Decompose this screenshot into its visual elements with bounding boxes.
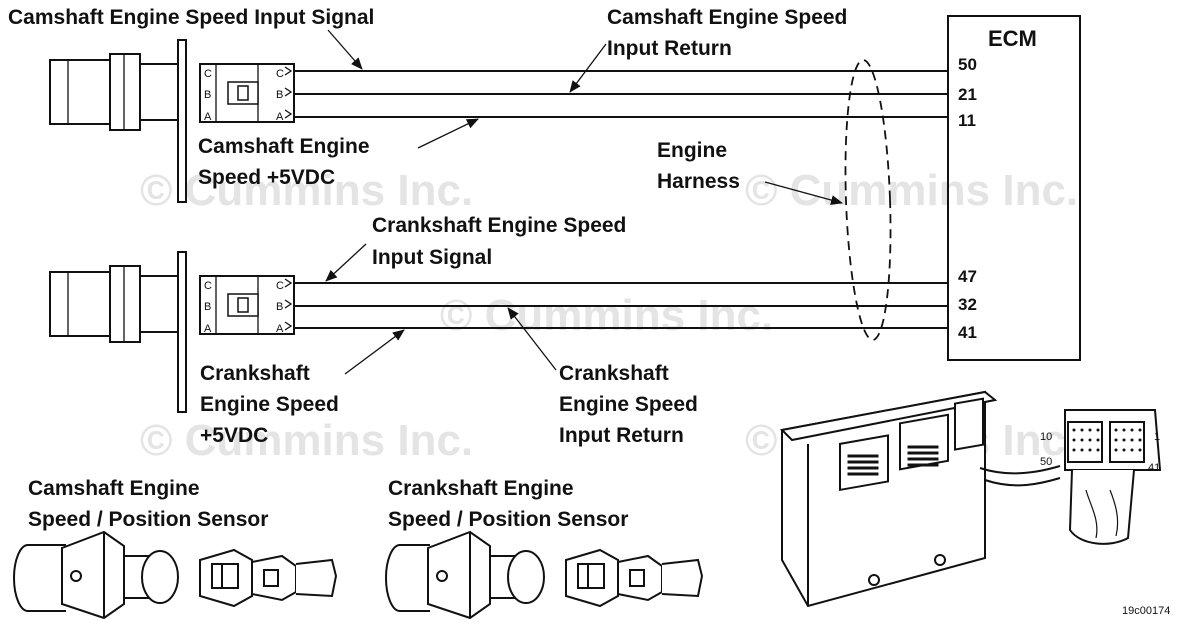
ecm-pin-47: 47	[958, 267, 977, 286]
arrow-crank-5v	[344, 329, 405, 375]
label-harness-2: Harness	[657, 170, 740, 193]
engine-harness-ellipse	[844, 59, 892, 341]
ecm-conn-pin-50: 50	[1040, 456, 1052, 468]
ecm-pin-11: 11	[958, 111, 976, 130]
label-crank-5v-3: +5VDC	[200, 424, 268, 447]
ecm-pin-41: 41	[958, 323, 977, 342]
camshaft-sensor-illustration	[13, 530, 338, 620]
watermark-2: © Cummins Inc.	[745, 166, 1078, 215]
crank-conn-c-right: C	[276, 280, 284, 292]
arrow-cam-return	[569, 43, 607, 93]
ecm-conn-pin-41: 41	[1148, 462, 1160, 474]
label-crank-sensor-1: Crankshaft Engine	[388, 477, 574, 500]
label-cam-return-2: Input Return	[607, 37, 732, 60]
cam-conn-a-left: A	[204, 111, 212, 123]
arrow-cam-5v	[417, 118, 479, 149]
ecm-conn-pin-10: 10	[1040, 431, 1052, 443]
label-cam-5v-1: Camshaft Engine	[198, 135, 370, 158]
arrow-harness	[764, 181, 843, 205]
label-crank-sensor-2: Speed / Position Sensor	[388, 508, 628, 531]
label-cam-signal: Camshaft Engine Speed Input Signal	[8, 6, 374, 29]
cam-conn-b-right: B	[276, 89, 283, 101]
ecm-conn-pin-1: 1	[1154, 431, 1160, 443]
label-crank-return-3: Input Return	[559, 424, 684, 447]
crank-conn-b-right: B	[276, 301, 283, 313]
label-cam-return-1: Camshaft Engine Speed	[607, 6, 847, 29]
label-cam-5v-2: Speed +5VDC	[198, 166, 335, 189]
label-crank-5v-2: Engine Speed	[200, 393, 339, 416]
ecm-pin-50: 50	[958, 55, 977, 74]
camshaft-sensor-schematic: C B A C B A	[49, 39, 295, 203]
figure-id: 19c00174	[1122, 605, 1170, 617]
label-crank-return-1: Crankshaft	[559, 362, 669, 385]
ecm-box	[947, 15, 1081, 361]
label-crank-return-2: Engine Speed	[559, 393, 698, 416]
crankshaft-sensor-schematic: C B A C B A	[49, 251, 295, 413]
ecm-title: ECM	[988, 26, 1037, 51]
arrow-crank-return	[507, 307, 557, 371]
label-crank-signal-2: Input Signal	[372, 246, 492, 269]
label-harness-1: Engine	[657, 139, 727, 162]
arrow-crank-signal	[325, 243, 367, 282]
ecm-module-illustration	[779, 390, 1162, 608]
watermark-3: © Cummins Inc.	[440, 291, 773, 340]
cam-conn-b-left: B	[204, 89, 211, 101]
cam-conn-a-right: A	[276, 111, 284, 123]
label-crank-signal-1: Crankshaft Engine Speed	[372, 214, 626, 237]
ecm-pin-21: 21	[958, 85, 977, 104]
label-crank-5v-1: Crankshaft	[200, 362, 310, 385]
cam-conn-c-left: C	[204, 68, 212, 80]
crank-conn-a-right: A	[276, 323, 284, 335]
crank-conn-c-left: C	[204, 280, 212, 292]
label-cam-sensor-2: Speed / Position Sensor	[28, 508, 268, 531]
arrow-cam-signal	[327, 29, 363, 70]
crankshaft-sensor-illustration	[385, 530, 704, 620]
ecm-pin-32: 32	[958, 295, 977, 314]
watermark-1: © Cummins Inc.	[140, 166, 473, 215]
watermark-4: © Cummins Inc.	[140, 416, 473, 465]
crank-conn-a-left: A	[204, 323, 212, 335]
cam-conn-c-right: C	[276, 68, 284, 80]
crank-conn-b-left: B	[204, 301, 211, 313]
label-cam-sensor-1: Camshaft Engine	[28, 477, 200, 500]
